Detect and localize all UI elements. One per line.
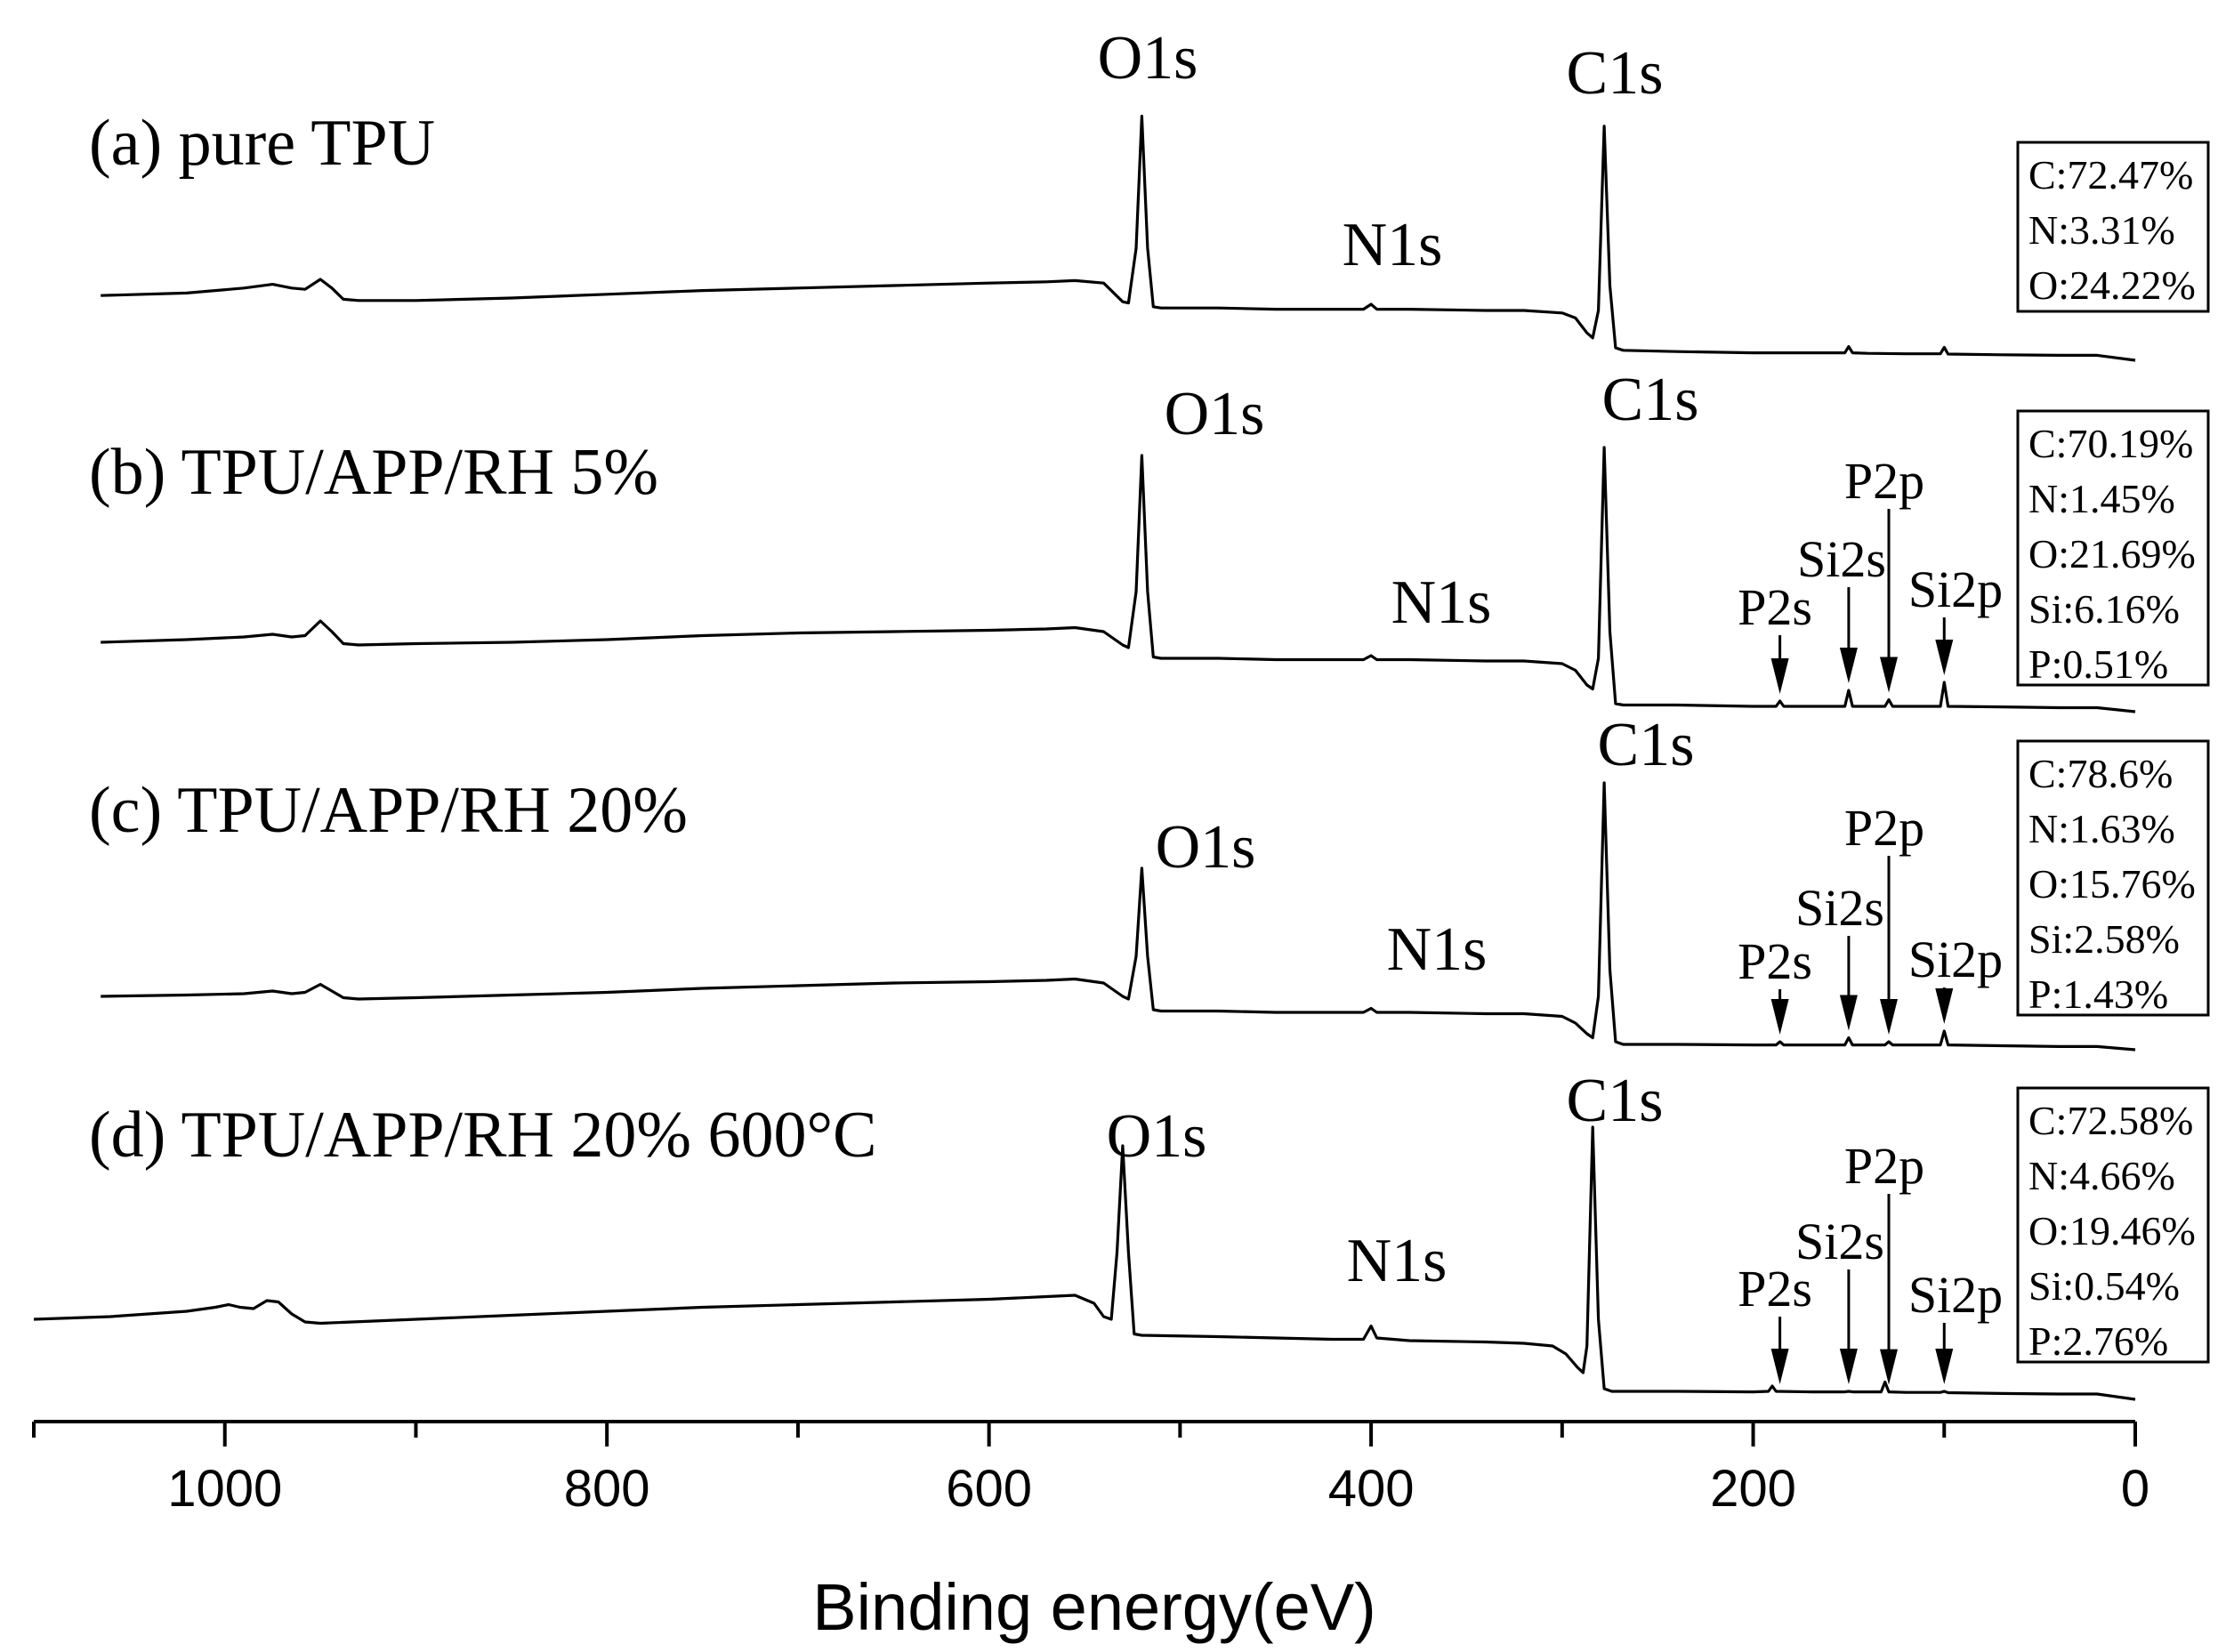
peak-arrow-c-si2p — [1935, 987, 1954, 1024]
x-axis: 1000 800 600 400 200 0 — [32, 1420, 2149, 1518]
x-axis-label: Binding energy(eV) — [812, 1570, 1375, 1644]
composition-line: O:15.76% — [2028, 861, 2196, 907]
spectrum-line-d — [33, 1125, 2136, 1401]
composition-line: C:72.58% — [2028, 1098, 2193, 1143]
peak-label-b-n1s: N1s — [1391, 568, 1492, 637]
panel-title-a: (a) pure TPU — [89, 107, 435, 180]
peak-label-c-p2p: P2p — [1844, 799, 1924, 857]
peak-arrow-c-si2s — [1839, 936, 1858, 1031]
peak-label-d-p2s: P2s — [1738, 1260, 1812, 1318]
peak-arrow-d-p2p — [1880, 1194, 1899, 1385]
composition-line: O:19.46% — [2028, 1208, 2196, 1253]
peak-arrow-d-si2p — [1935, 1323, 1954, 1384]
composition-box-c: C:78.6% N:1.63% O:15.76% Si:2.58% P:1.43% — [2016, 739, 2210, 1017]
x-tick-label: 800 — [564, 1460, 650, 1518]
panel-title-c: (c) TPU/APP/RH 20% — [89, 774, 688, 847]
spectra-group — [33, 115, 2136, 1401]
peak-label-b-c1s: C1s — [1602, 366, 1699, 434]
peak-label-b-o1s: O1s — [1165, 380, 1265, 448]
composition-line: P:0.51% — [2028, 641, 2168, 687]
peak-arrow-d-si2s — [1839, 1269, 1858, 1384]
composition-line: O:21.69% — [2028, 531, 2196, 576]
composition-box-b: C:70.19% N:1.45% O:21.69% Si:6.16% P:0.51% — [2016, 409, 2210, 687]
peak-label-a-n1s: N1s — [1343, 211, 1443, 279]
composition-line: N:3.31% — [2028, 207, 2175, 253]
x-tick-label: 0 — [2121, 1460, 2149, 1518]
panel-title-d: (d) TPU/APP/RH 20% 600°C — [89, 1099, 877, 1172]
composition-line: C:70.19% — [2028, 421, 2193, 466]
peak-label-d-n1s: N1s — [1347, 1227, 1448, 1295]
spectrum-line-c — [101, 781, 2136, 1052]
peak-label-c-si2s: Si2s — [1795, 879, 1884, 937]
composition-line: C:72.47% — [2028, 152, 2193, 197]
composition-line: N:1.63% — [2028, 806, 2175, 851]
panel-title-b: (b) TPU/APP/RH 5% — [89, 436, 658, 509]
peak-label-c-c1s: C1s — [1598, 711, 1695, 779]
peak-label-b-p2s: P2s — [1738, 578, 1812, 636]
peak-label-a-c1s: C1s — [1567, 39, 1664, 108]
x-tick-label: 200 — [1710, 1460, 1796, 1518]
peak-label-b-si2p: Si2p — [1908, 560, 2003, 618]
peak-label-b-si2s: Si2s — [1797, 530, 1886, 588]
composition-line: O:24.22% — [2028, 262, 2196, 308]
peak-label-c-si2p: Si2p — [1908, 931, 2003, 988]
peak-label-a-o1s: O1s — [1098, 24, 1198, 93]
peak-arrow-b-si2s — [1839, 587, 1858, 683]
x-tick-label: 600 — [946, 1460, 1032, 1518]
peak-arrow-c-p2s — [1770, 989, 1789, 1035]
peak-arrow-c-p2p — [1880, 856, 1899, 1035]
composition-line: Si:0.54% — [2028, 1263, 2180, 1309]
composition-box-a: C:72.47% N:3.31% O:24.22% — [2016, 141, 2210, 313]
peak-label-c-o1s: O1s — [1156, 813, 1256, 882]
peak-label-d-o1s: O1s — [1107, 1102, 1207, 1171]
composition-box-d: C:72.58% N:4.66% O:19.46% Si:0.54% P:2.76% — [2016, 1086, 2210, 1364]
peak-arrow-b-p2p — [1880, 509, 1899, 693]
x-tick-label: 400 — [1328, 1460, 1415, 1518]
composition-line: C:78.6% — [2028, 751, 2173, 796]
spectrum-line-a — [101, 115, 2136, 362]
peak-label-d-p2p: P2p — [1844, 1137, 1924, 1195]
peak-label-d-si2s: Si2s — [1795, 1213, 1884, 1270]
composition-line: N:4.66% — [2028, 1153, 2175, 1198]
composition-line: N:1.45% — [2028, 476, 2175, 521]
peak-label-c-p2s: P2s — [1738, 932, 1812, 990]
peak-arrow-b-p2s — [1770, 635, 1789, 694]
composition-line: Si:6.16% — [2028, 586, 2180, 632]
peak-arrow-d-p2s — [1770, 1317, 1789, 1384]
composition-line: P:2.76% — [2028, 1318, 2168, 1364]
composition-boxes-group: C:72.47% N:3.31% O:24.22% C:70.19% N:1.45% O:… — [2016, 141, 2210, 1364]
x-tick-label: 1000 — [167, 1460, 282, 1518]
peak-label-c-n1s: N1s — [1387, 915, 1488, 984]
peak-label-d-si2p: Si2p — [1908, 1266, 2003, 1324]
peak-label-b-p2p: P2p — [1844, 452, 1924, 510]
composition-line: P:1.43% — [2028, 971, 2168, 1017]
composition-line: Si:2.58% — [2028, 916, 2180, 962]
peak-arrow-b-si2p — [1935, 617, 1954, 675]
spectrum-line-b — [101, 446, 2136, 713]
peak-label-d-c1s: C1s — [1567, 1067, 1664, 1135]
